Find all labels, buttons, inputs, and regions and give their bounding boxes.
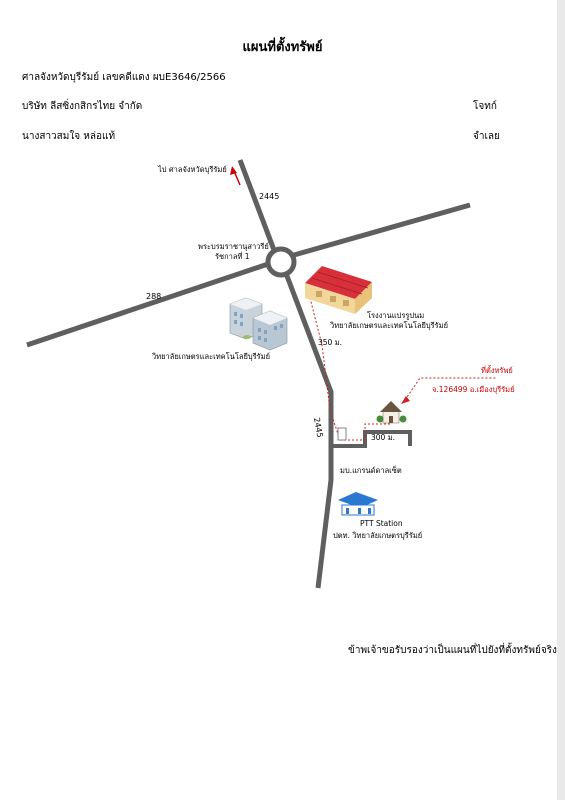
road-288-west: [26, 261, 269, 348]
label-road-2445-north: 2445: [259, 192, 279, 201]
certification-note: ข้าพเจ้าขอรับรองว่าเป็นแผนที่ไปยังที่ตั้…: [348, 645, 557, 656]
alley-gate-icon: [337, 427, 347, 441]
college-building-icon: [229, 297, 288, 351]
label-deed: จ.126499 อ.เมืองบุรีรัมย์: [432, 385, 515, 394]
label-road-288: 288: [146, 292, 161, 301]
defendant-name: นางสาวสมใจ หล่อแท้: [22, 131, 116, 142]
label-monument-line1: พระบรมราชานุสาวรีย์: [198, 242, 269, 251]
factory-icon: [305, 266, 372, 314]
roundabout-monument: [265, 246, 297, 278]
court-case-line: ศาลจังหวัดบุรีรัมย์ เลขคดีแดง ผบE3646/25…: [22, 72, 226, 83]
label-to-court: ไป ศาลจังหวัดบุรีรัมย์: [157, 165, 227, 174]
road-288-east: [293, 202, 471, 258]
arrow-up-icon: [230, 166, 241, 186]
property-pointer-line: [404, 377, 496, 401]
defendant-role: จำเลย: [473, 131, 500, 142]
route-path: [307, 289, 341, 441]
gas-station-icon: [338, 492, 378, 516]
label-alley: มบ.แกรนด์ดาลเซ็ต: [340, 465, 402, 475]
page-title: แผนที่ตั้งทรัพย์: [242, 40, 323, 55]
label-distance-350: 350 ม.: [318, 338, 342, 347]
label-road-2445-south: 2445: [312, 417, 324, 439]
plaintiff-role: โจทก์: [473, 101, 497, 112]
page-edge-shadow: [557, 0, 565, 800]
label-college: วิทยาลัยเกษตรและเทคโนโลยีบุรีรัมย์: [151, 352, 270, 361]
label-monument-line2: รัชกาลที่ 1: [215, 251, 250, 261]
label-ptt-line2: ปตท. วิทยาลัยเกษตรบุรีรัมย์: [333, 531, 422, 540]
arrow-pointer-icon: [401, 396, 410, 404]
label-factory-line1: โรงงานแปรรูปนม: [367, 311, 424, 320]
label-factory-line2: วิทยาลัยเกษตรและเทคโนโลยีบุรีรัมย์: [329, 321, 448, 330]
label-property: ที่ตั้งทรัพย์: [481, 365, 513, 375]
label-ptt-line1: PTT Station: [360, 519, 403, 528]
road-2445-north: [237, 159, 277, 251]
plaintiff-name: บริษัท ลีสซิ่งกสิกรไทย จำกัด: [22, 101, 143, 112]
house-icon: [376, 401, 407, 424]
roads: [26, 159, 471, 589]
road-2445-south: [284, 275, 334, 589]
label-distance-300: 300 ม.: [371, 433, 395, 442]
